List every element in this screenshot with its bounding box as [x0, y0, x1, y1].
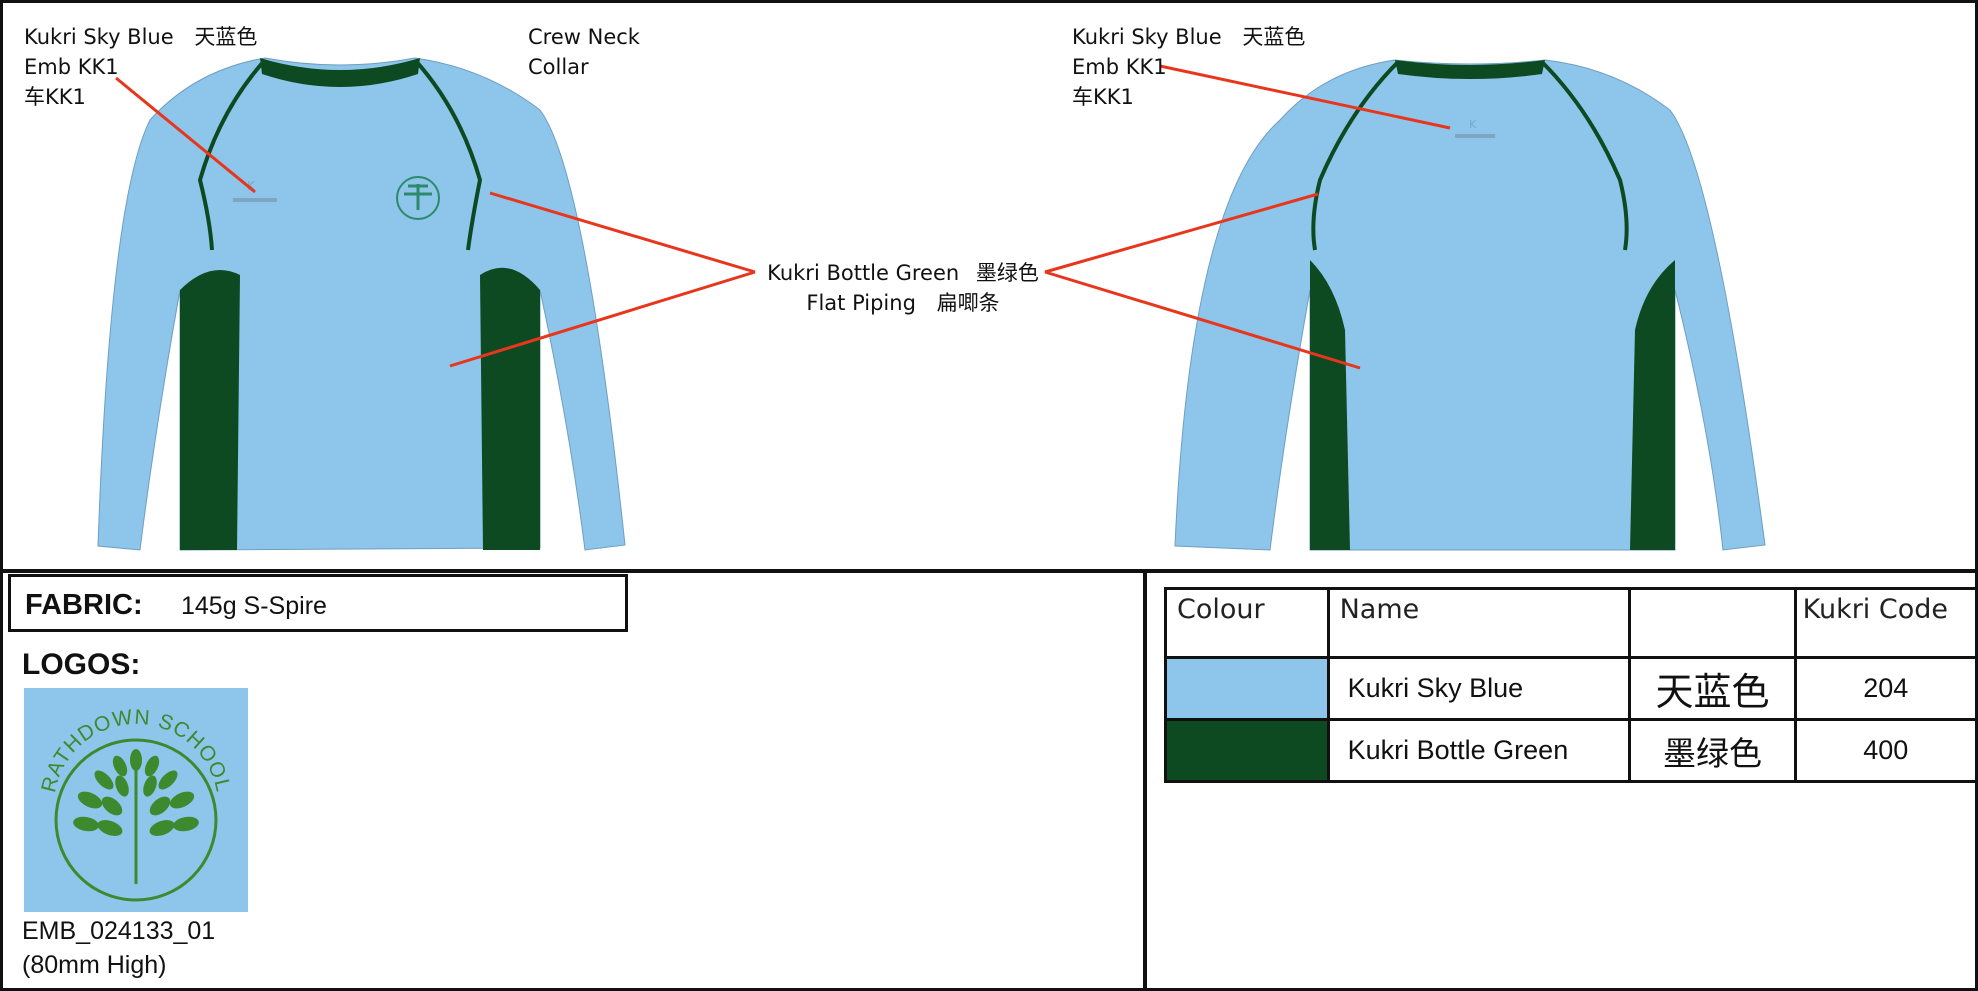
row-name-cn: 天蓝色: [1628, 656, 1797, 721]
section-divider: [0, 569, 1978, 573]
front-shirt-illustration: K: [97, 57, 626, 551]
front-raglan-right: [413, 58, 483, 251]
back-side-panel-right: [1630, 260, 1675, 550]
back-kukri-mark: K: [1455, 118, 1495, 138]
back-emb-code: Emb KK1: [1072, 55, 1167, 79]
back-colour-name: Kukri Sky Blue: [1072, 25, 1222, 49]
back-emb-code-cn: 车KK1: [1072, 85, 1134, 109]
school-logo: RATHDOWN SCHOOL: [24, 688, 248, 912]
logos-label: LOGOS:: [22, 648, 141, 681]
front-emb-code-cn: 车KK1: [24, 85, 86, 109]
front-raglan-left: [197, 58, 267, 251]
front-side-panel-right: [480, 267, 540, 550]
piping-annotation: Kukri Bottle Green 墨绿色 Flat Piping 扁唧条: [762, 258, 1044, 318]
back-side-panel-left: [1310, 260, 1350, 550]
logo-size: (80mm High): [22, 951, 167, 979]
row-name-cn: 墨绿色: [1628, 718, 1797, 783]
back-colour-annotation: Kukri Sky Blue 天蓝色 Emb KK1 车KK1: [1072, 22, 1305, 112]
front-collar: [260, 58, 420, 87]
logo-caption: EMB_024133_01 (80mm High): [22, 914, 215, 982]
row-name: Kukri Sky Blue: [1326, 656, 1632, 721]
header-kukri-code: Kukri Code: [1793, 587, 1978, 659]
logo-code: EMB_024133_01: [22, 917, 216, 945]
header-name: Name: [1326, 587, 1632, 659]
collar-annotation: Crew Neck Collar: [528, 22, 640, 82]
school-crest-image: RATHDOWN SCHOOL: [37, 706, 234, 902]
svg-text:K: K: [1469, 118, 1477, 131]
svg-text:K: K: [247, 179, 256, 193]
fabric-label: FABRIC:: [25, 589, 143, 621]
piping-type: Flat Piping: [806, 291, 916, 315]
front-emb-code: Emb KK1: [24, 55, 119, 79]
leader-lines: [115, 64, 1451, 370]
back-raglan-right: [1540, 60, 1629, 251]
back-raglan-left: [1311, 60, 1400, 251]
back-colour-cn: 天蓝色: [1242, 25, 1306, 49]
piping-name-cn: 墨绿色: [975, 261, 1039, 285]
front-colour-name: Kukri Sky Blue: [24, 25, 174, 49]
front-crest: [396, 176, 440, 220]
front-colour-annotation: Kukri Sky Blue 天蓝色 Emb KK1 车KK1: [24, 22, 257, 112]
front-side-panel-left: [180, 270, 240, 550]
collar-line1: Crew Neck: [528, 25, 640, 49]
fabric-value: 145g S-Spire: [181, 592, 327, 620]
row-code: 400: [1793, 718, 1978, 783]
back-shirt-illustration: K: [1174, 59, 1766, 551]
header-colour: Colour: [1164, 587, 1330, 659]
table-row: Kukri Sky Blue 天蓝色 204: [1164, 656, 1978, 721]
row-code: 204: [1793, 656, 1978, 721]
colour-table: Colour Name Kukri Code Kukri Sky Blue 天蓝…: [1164, 587, 1978, 783]
colour-swatch-sky-blue: [1164, 656, 1330, 721]
colour-table-header: Colour Name Kukri Code: [1164, 587, 1978, 659]
header-blank: [1628, 587, 1797, 659]
colour-swatch-bottle-green: [1164, 718, 1330, 783]
fabric-box: FABRIC: 145g S-Spire: [8, 574, 628, 632]
front-colour-cn: 天蓝色: [194, 25, 258, 49]
collar-line2: Collar: [528, 55, 589, 79]
row-name: Kukri Bottle Green: [1326, 718, 1632, 783]
piping-name: Kukri Bottle Green: [767, 261, 960, 285]
back-collar: [1395, 60, 1545, 79]
column-divider: [1143, 569, 1147, 991]
table-row: Kukri Bottle Green 墨绿色 400: [1164, 718, 1978, 783]
piping-type-cn: 扁唧条: [936, 291, 1000, 315]
front-kukri-mark: K: [233, 179, 277, 202]
